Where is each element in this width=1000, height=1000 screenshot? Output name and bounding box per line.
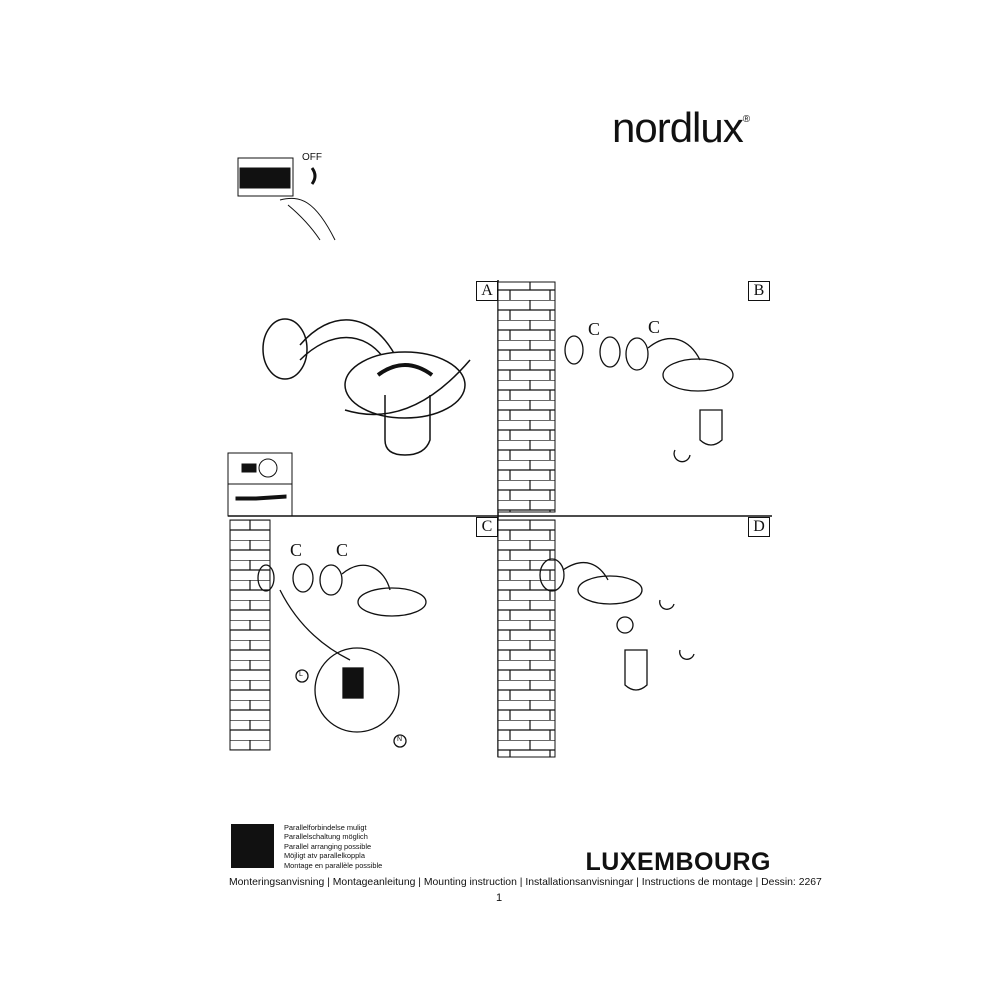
page-number: 1 (496, 892, 503, 904)
registered-mark: ® (742, 114, 750, 125)
nordlux-logo: nordlux® (612, 104, 750, 152)
panel-label-a: A (476, 281, 498, 301)
parallel-notes: Parallelforbindelse muligt Parallelschal… (284, 823, 382, 870)
parallel-note: Montage en parallèle possible (284, 860, 383, 870)
panel-label-d: D (748, 517, 770, 537)
svg-text:C: C (588, 319, 600, 339)
lamp-parts-d (539, 558, 695, 691)
tools-box (227, 452, 293, 517)
svg-text:C: C (648, 317, 660, 337)
brick-wall-d (497, 519, 556, 758)
brick-wall-c (229, 519, 271, 751)
product-name: LUXEMBOURG (585, 848, 771, 876)
panel-label-b: B (748, 281, 770, 301)
panel-label-c: C (476, 517, 498, 537)
brand-name: nordlux (612, 104, 744, 151)
wiring-illustration-c: C C (257, 540, 427, 748)
off-label: OFF (302, 152, 322, 163)
parallel-connection-icon (231, 824, 274, 868)
brick-wall-b (497, 281, 556, 513)
svg-text:C: C (290, 540, 302, 560)
neutral-wire-label: N (397, 736, 403, 743)
parallel-note: Möjligt atv parallelkoppla (284, 851, 365, 861)
lamp-parts-b: C C (564, 317, 734, 463)
live-wire-label: L (299, 671, 303, 678)
svg-text:C: C (336, 540, 348, 560)
lamp-illustration-a (262, 318, 471, 456)
parallel-note: Parallelforbindelse muligt (284, 823, 367, 832)
footer-text: Monteringsanvisning | Montageanleitung |… (229, 877, 822, 888)
parallel-note: Parallel arranging possible (284, 841, 372, 851)
power-off-illustration (237, 157, 336, 241)
parallel-note: Parallelschaltung möglich (284, 832, 368, 842)
